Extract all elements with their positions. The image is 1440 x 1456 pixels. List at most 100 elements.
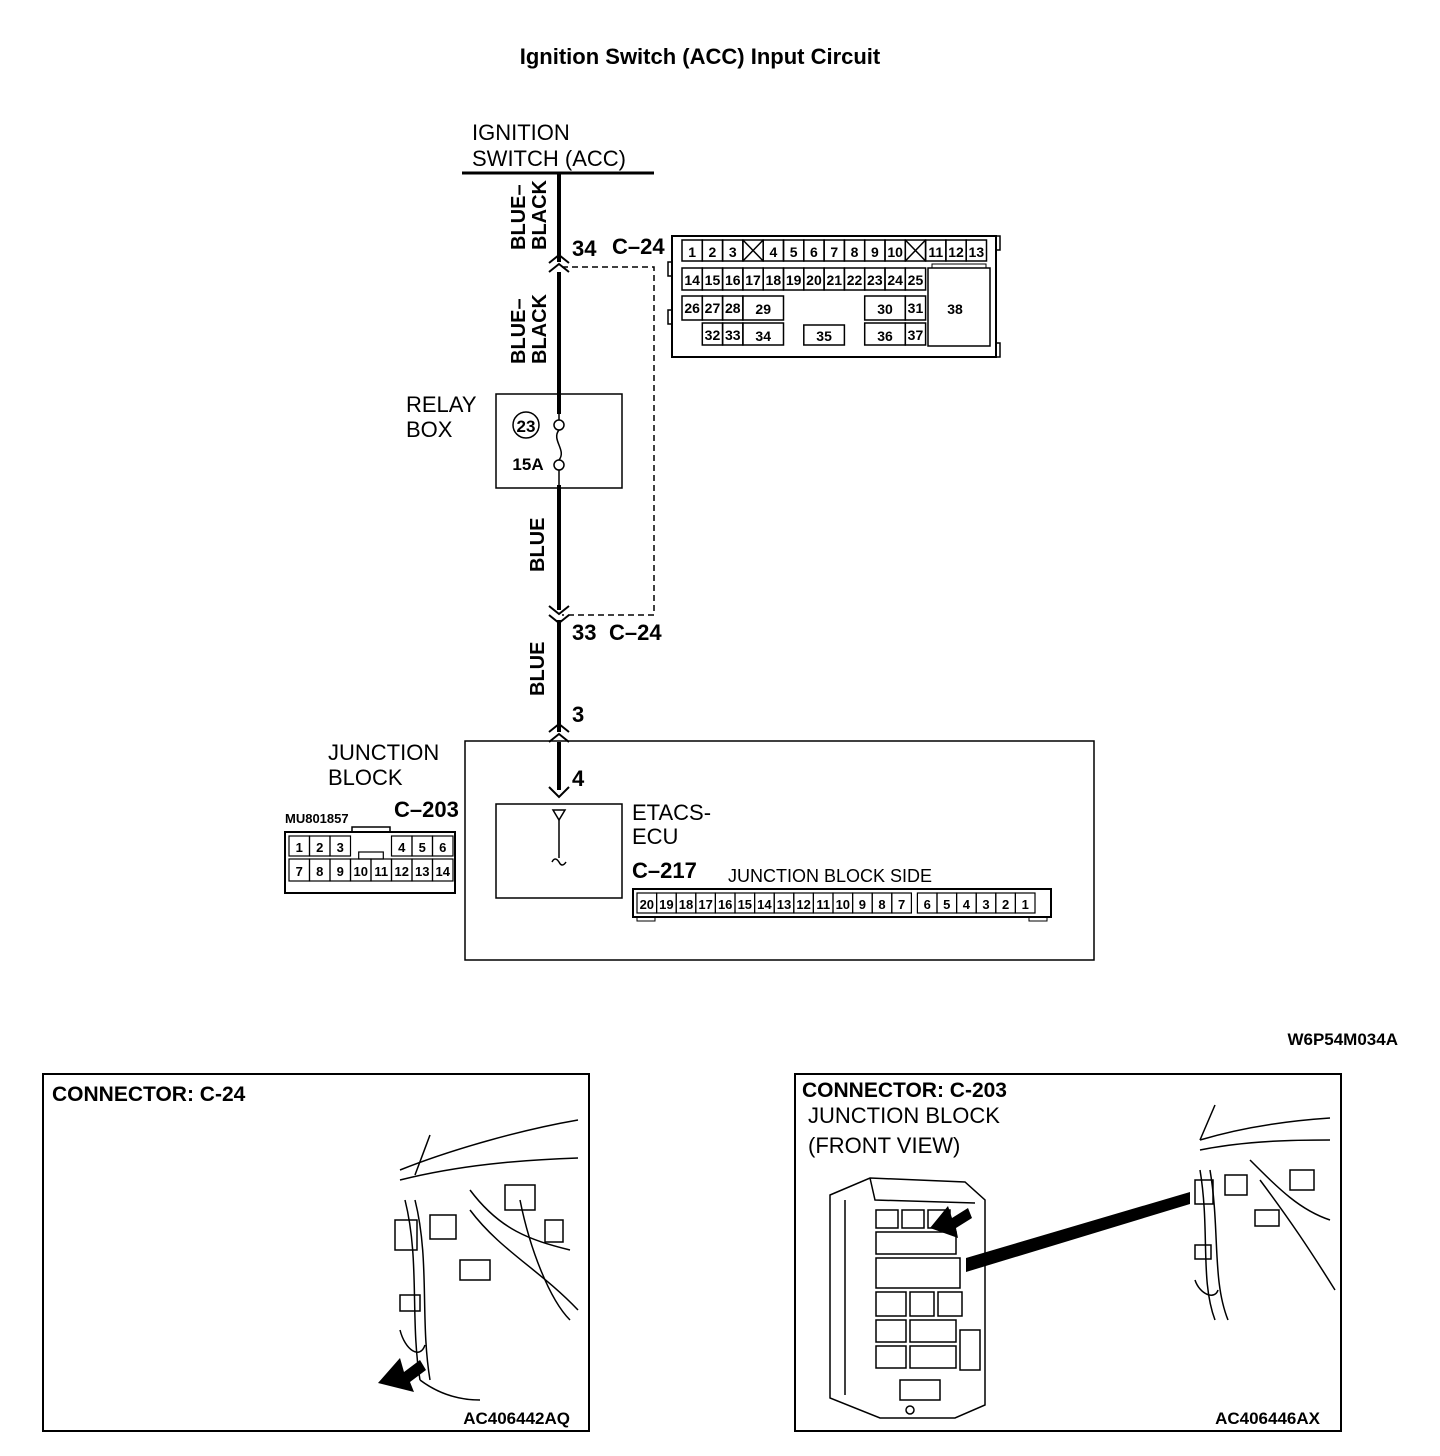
c24-pin: 21 <box>826 272 842 288</box>
c217-pin: 15 <box>738 897 752 912</box>
junction-label-line2: BLOCK <box>328 765 403 790</box>
c24-pin: 16 <box>725 272 741 288</box>
panel-connector-c203: CONNECTOR: C-203 JUNCTION BLOCK (FRONT V… <box>794 1073 1342 1432</box>
c24-pin: 36 <box>877 328 893 344</box>
c24-pin: 12 <box>948 244 964 260</box>
junction-pin-out: 4 <box>572 766 585 791</box>
c24-pin: 9 <box>871 244 879 260</box>
c24-pin: 7 <box>830 244 838 260</box>
c24-pin: 14 <box>684 272 700 288</box>
c203-pin: 1 <box>296 840 303 855</box>
arrow-icon <box>378 1358 426 1392</box>
junction-block-illustration <box>829 1177 986 1419</box>
fuse-rating: 15A <box>512 455 543 474</box>
svg-text:BLUE: BLUE <box>527 642 549 696</box>
c203-label: C–203 <box>394 797 459 822</box>
c217-pin: 2 <box>1002 897 1009 912</box>
junction-block-side-label: JUNCTION BLOCK SIDE <box>728 866 932 886</box>
c24-pin: 24 <box>887 272 903 288</box>
c24-label-bottom: C–24 <box>609 620 662 645</box>
c217-pin: 9 <box>859 897 866 912</box>
c203-pin: 11 <box>374 864 388 879</box>
c203-pin: 10 <box>354 864 368 879</box>
dashboard-harness-illustration <box>1194 1104 1336 1321</box>
c24-pin: 26 <box>684 300 700 316</box>
c217-pin: 11 <box>816 897 830 912</box>
c203-part-number: MU801857 <box>285 811 349 826</box>
c24-pin: 4 <box>769 244 777 260</box>
fuse-icon <box>553 414 565 485</box>
c217-pin: 8 <box>878 897 885 912</box>
c203-pin: 6 <box>439 840 446 855</box>
svg-text:BLACK: BLACK <box>529 293 551 364</box>
c24-pin: 23 <box>867 272 883 288</box>
c24-pin: 31 <box>908 300 924 316</box>
c203-pin: 13 <box>415 864 429 879</box>
junction-block <box>464 740 1095 961</box>
fuse-number-circle <box>512 411 540 439</box>
c24-pin: 27 <box>705 300 721 316</box>
c24-pin: 34 <box>755 328 771 344</box>
wire-color-labels: BLUE– BLACK BLUE– BLACK BLUE BLUE <box>508 179 551 696</box>
c24-pin: 13 <box>969 244 985 260</box>
c217-pin: 20 <box>640 897 654 912</box>
c24-pin-bottom: 33 <box>572 620 596 645</box>
c24-pin: 20 <box>806 272 822 288</box>
relay-box-label-line1: RELAY <box>406 392 477 417</box>
c217-pin: 16 <box>718 897 732 912</box>
diagram-code: W6P54M034A <box>1287 1030 1398 1049</box>
c24-pin-38: 38 <box>947 301 963 317</box>
connector-chevrons <box>548 253 570 799</box>
c217-pin: 7 <box>898 897 905 912</box>
svg-text:BLUE–: BLUE– <box>508 298 530 364</box>
c24-pin: 29 <box>755 301 771 317</box>
ecu-label-line1: ETACS- <box>632 800 711 825</box>
relay-box-label-line2: BOX <box>406 417 453 442</box>
c217-pin: 18 <box>679 897 693 912</box>
c217-pin: 5 <box>943 897 950 912</box>
dashboard-harness-illustration <box>394 1119 579 1401</box>
relay-box <box>495 393 623 489</box>
page-title: Ignition Switch (ACC) Input Circuit <box>520 44 881 69</box>
c203-pin: 9 <box>337 864 344 879</box>
c217-pin: 1 <box>1022 897 1029 912</box>
ecu-input-icon <box>551 809 567 866</box>
junction-label-line1: JUNCTION <box>328 740 439 765</box>
c24-pin: 10 <box>887 244 903 260</box>
c203-pin: 5 <box>419 840 426 855</box>
c24-label: C–24 <box>612 234 665 259</box>
c217-label: C–217 <box>632 858 697 883</box>
panel-right-sub1: JUNCTION BLOCK <box>808 1103 1000 1128</box>
c203-pin: 2 <box>316 840 323 855</box>
c203-pin: 12 <box>395 864 409 879</box>
panel-right-sub2: (FRONT VIEW) <box>808 1133 960 1158</box>
c24-pin: 3 <box>729 244 737 260</box>
c24-pin: 15 <box>705 272 721 288</box>
c24-pin: 30 <box>877 301 893 317</box>
c24-pin-top: 34 <box>572 236 597 261</box>
c217-pin: 4 <box>963 897 971 912</box>
c24-pin: 33 <box>725 327 741 343</box>
arrow-icon <box>930 1206 972 1238</box>
c217-pin: 14 <box>757 897 772 912</box>
c203-pin: 7 <box>296 864 303 879</box>
c24-pin: 17 <box>745 272 761 288</box>
source-label-line2: SWITCH (ACC) <box>472 146 626 171</box>
c217-pin: 10 <box>836 897 850 912</box>
panel-left-code: AC406442AQ <box>463 1409 570 1428</box>
c217-pin: 17 <box>698 897 712 912</box>
svg-text:BLUE: BLUE <box>527 518 549 572</box>
c203-pin: 14 <box>436 864 451 879</box>
panel-right-title: CONNECTOR: C-203 <box>802 1079 1007 1102</box>
c24-pin: 1 <box>688 244 696 260</box>
c24-pin: 18 <box>766 272 782 288</box>
c24-pin: 8 <box>851 244 859 260</box>
panel-connector-c24: CONNECTOR: C-24 AC406442AQ <box>42 1073 590 1432</box>
c24-pin: 2 <box>709 244 717 260</box>
etacs-ecu-box <box>495 803 623 899</box>
c24-pin: 22 <box>847 272 863 288</box>
